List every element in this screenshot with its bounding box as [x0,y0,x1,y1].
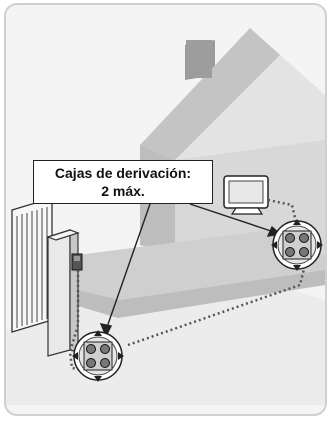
gate-pillar [46,229,80,357]
callout-arrows [99,203,282,338]
callout-line-1: Cajas de derivación: [54,165,192,181]
junction-box-icon [271,219,323,271]
monitor-icon [223,175,269,215]
junction-box-icon [72,330,124,382]
callout-line-2: 2 máx. [101,183,145,199]
wiring [68,198,307,372]
gate-icon [11,197,53,333]
intercom-panel-icon [71,253,83,271]
callout-box: Cajas de derivación: 2 máx. [33,160,213,204]
